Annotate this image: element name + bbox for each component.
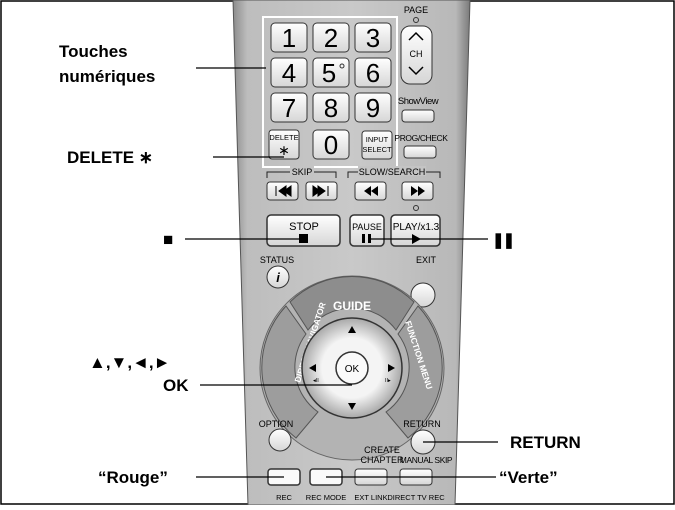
svg-text:STOP: STOP <box>289 221 319 233</box>
slowsearch-label: SLOW/SEARCH <box>359 167 426 177</box>
svg-text:PLAY/x1.3: PLAY/x1.3 <box>393 222 440 233</box>
svg-text:9: 9 <box>366 93 380 123</box>
status-label: STATUS <box>260 255 294 265</box>
callout-ok: OK <box>163 376 189 395</box>
svg-text:8: 8 <box>324 93 338 123</box>
rec-label: REC <box>276 493 292 502</box>
svg-text:SELECT: SELECT <box>362 145 392 154</box>
svg-text:∗: ∗ <box>278 142 290 158</box>
page-indicator <box>413 17 419 23</box>
svg-text:2: 2 <box>324 23 338 53</box>
function-menu-button[interactable] <box>385 305 443 439</box>
ext-link-label: EXT LINK <box>354 493 387 502</box>
page-label: PAGE <box>404 5 428 15</box>
skip-forward-icon <box>312 185 329 197</box>
arrow-up-icon[interactable] <box>348 326 356 333</box>
guide-button[interactable] <box>289 275 415 331</box>
manual-skip-label: MANUAL SKIP <box>400 455 453 465</box>
play-indicator <box>413 205 419 211</box>
pause-symbol: ❚❚ <box>492 232 513 249</box>
stop-button[interactable]: STOP <box>266 214 341 247</box>
key-2[interactable]: 2 <box>312 22 350 53</box>
callout-delete: DELETE ∗ <box>67 148 153 167</box>
info-icon: i <box>276 270 280 285</box>
callout-numeric-line2: numériques <box>59 67 155 86</box>
skip-back-button[interactable] <box>266 181 299 201</box>
chevron-up-icon <box>408 31 424 41</box>
skip-back-icon <box>275 185 292 197</box>
pause-icon <box>362 234 365 243</box>
key-5[interactable]: 5 <box>312 57 350 88</box>
skip-label: SKIP <box>292 167 313 177</box>
svg-text:PAUSE: PAUSE <box>352 222 382 232</box>
rewind-icon <box>364 186 378 196</box>
callout-green: “Verte” <box>499 468 558 487</box>
svg-text:0: 0 <box>324 130 338 160</box>
rec-mode-label: REC MODE <box>306 493 346 502</box>
svg-text:OK: OK <box>345 364 360 375</box>
stop-icon <box>299 234 308 243</box>
svg-text:CH: CH <box>410 49 423 59</box>
return-label: RETURN <box>403 419 441 429</box>
key-6[interactable]: 6 <box>354 57 392 88</box>
input-select-button[interactable]: INPUT SELECT <box>361 130 393 160</box>
slowsearch-label-bg <box>358 166 426 176</box>
pause-button[interactable]: PAUSE <box>349 214 385 247</box>
exit-button[interactable] <box>410 282 436 308</box>
guide-label: GUIDE <box>333 299 371 313</box>
key-3[interactable]: 3 <box>354 22 392 53</box>
navigation-pad: GUIDE DIRECT NAVIGATOR FUNCTION MENU ◂II… <box>259 275 445 461</box>
fast-forward-icon <box>411 186 425 196</box>
ok-button[interactable]: OK <box>335 351 369 385</box>
chevron-down-icon <box>408 66 424 76</box>
direct-navigator-button[interactable] <box>261 305 319 439</box>
frame-back-icon: ◂II <box>313 378 319 384</box>
svg-text:4: 4 <box>282 58 296 88</box>
svg-text:5: 5 <box>322 58 336 88</box>
callout-numeric-line1: Touches <box>59 42 128 61</box>
create-chapter-label-1: CREATE <box>364 445 400 455</box>
progcheck-button[interactable] <box>403 145 437 159</box>
svg-text:6: 6 <box>366 58 380 88</box>
progcheck-label: PROG/CHECK <box>394 133 448 143</box>
svg-text:1: 1 <box>282 23 296 53</box>
fast-forward-button[interactable] <box>401 181 434 201</box>
tactile-dot <box>339 63 345 69</box>
svg-text:7: 7 <box>282 93 296 123</box>
arrow-down-icon[interactable] <box>348 403 356 410</box>
frame-forward-icon: II▸ <box>385 378 391 384</box>
stop-symbol: ■ <box>163 230 173 249</box>
key-8[interactable]: 8 <box>312 92 350 123</box>
callout-red: “Rouge” <box>98 468 168 487</box>
option-label: OPTION <box>259 419 294 429</box>
svg-text:3: 3 <box>366 23 380 53</box>
key-7[interactable]: 7 <box>270 92 308 123</box>
rewind-button[interactable] <box>354 181 387 201</box>
showview-button[interactable] <box>401 109 435 123</box>
callout-return: RETURN <box>510 433 581 452</box>
skip-label-bg <box>290 166 314 176</box>
skip-forward-button[interactable] <box>305 181 338 201</box>
direct-tv-rec-label: DIRECT TV REC <box>387 493 445 502</box>
exit-label: EXIT <box>416 255 437 265</box>
play-button[interactable]: PLAY/x1.3 <box>390 205 441 247</box>
key-9[interactable]: 9 <box>354 92 392 123</box>
ch-rocker[interactable]: CH <box>400 25 433 85</box>
svg-text:DELETE: DELETE <box>269 133 298 142</box>
arrow-left-icon[interactable] <box>309 364 316 372</box>
create-chapter-label-2: CHAPTER <box>360 455 404 465</box>
key-1[interactable]: 1 <box>270 22 308 53</box>
keypad-frame <box>262 16 398 168</box>
svg-text:INPUT: INPUT <box>366 135 389 144</box>
option-button[interactable] <box>268 428 292 452</box>
key-4[interactable]: 4 <box>270 57 308 88</box>
arrow-right-icon[interactable] <box>388 364 395 372</box>
status-button[interactable]: i <box>266 265 290 289</box>
showview-label: ShowView <box>398 96 439 107</box>
delete-button[interactable]: DELETE ∗ <box>268 129 300 160</box>
callout-arrows: ▲,▼,◄,► <box>89 353 170 372</box>
key-0[interactable]: 0 <box>312 129 350 160</box>
